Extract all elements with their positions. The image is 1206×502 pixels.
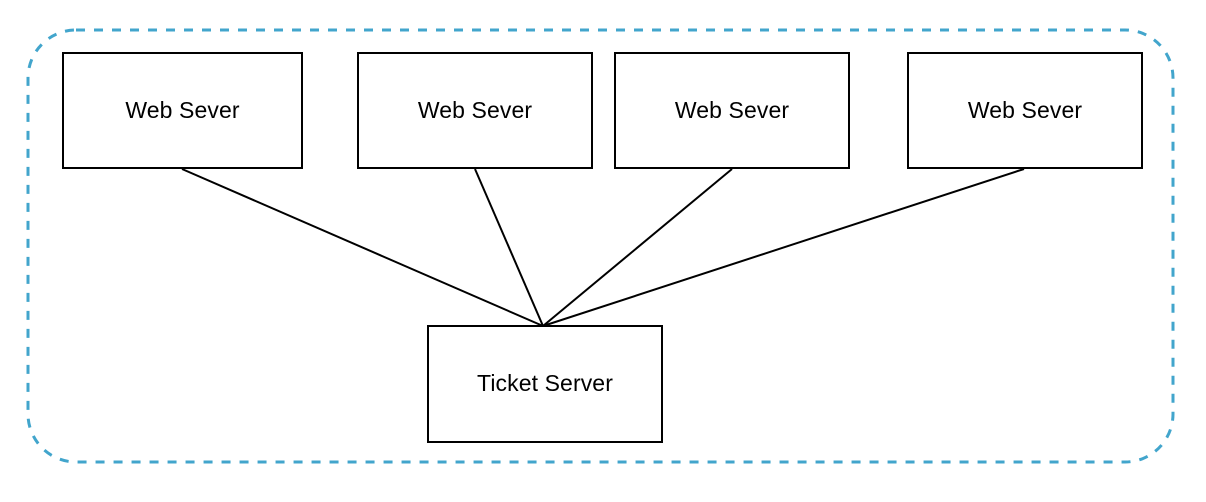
node-label: Ticket Server [477,370,613,397]
system-boundary [26,28,1175,464]
node-label: Web Sever [417,96,533,123]
node-web-sever-1[interactable]: Web Sever [62,52,303,169]
node-label: Web Sever [125,96,240,123]
edge-web1-ticket [181,168,544,327]
node-ticket-server[interactable]: Ticket Server [427,325,663,443]
edge-web4-ticket [542,168,1025,327]
node-web-sever-2[interactable]: Web Sever [357,52,593,169]
node-label: Web Sever [967,96,1083,123]
edge-layer [181,168,1025,327]
node-web-sever-3[interactable]: Web Sever [614,52,850,169]
edge-web2-ticket [474,168,544,327]
node-label: Web Sever [674,96,790,123]
edge-web3-ticket [542,168,733,327]
node-web-sever-4[interactable]: Web Sever [907,52,1143,169]
